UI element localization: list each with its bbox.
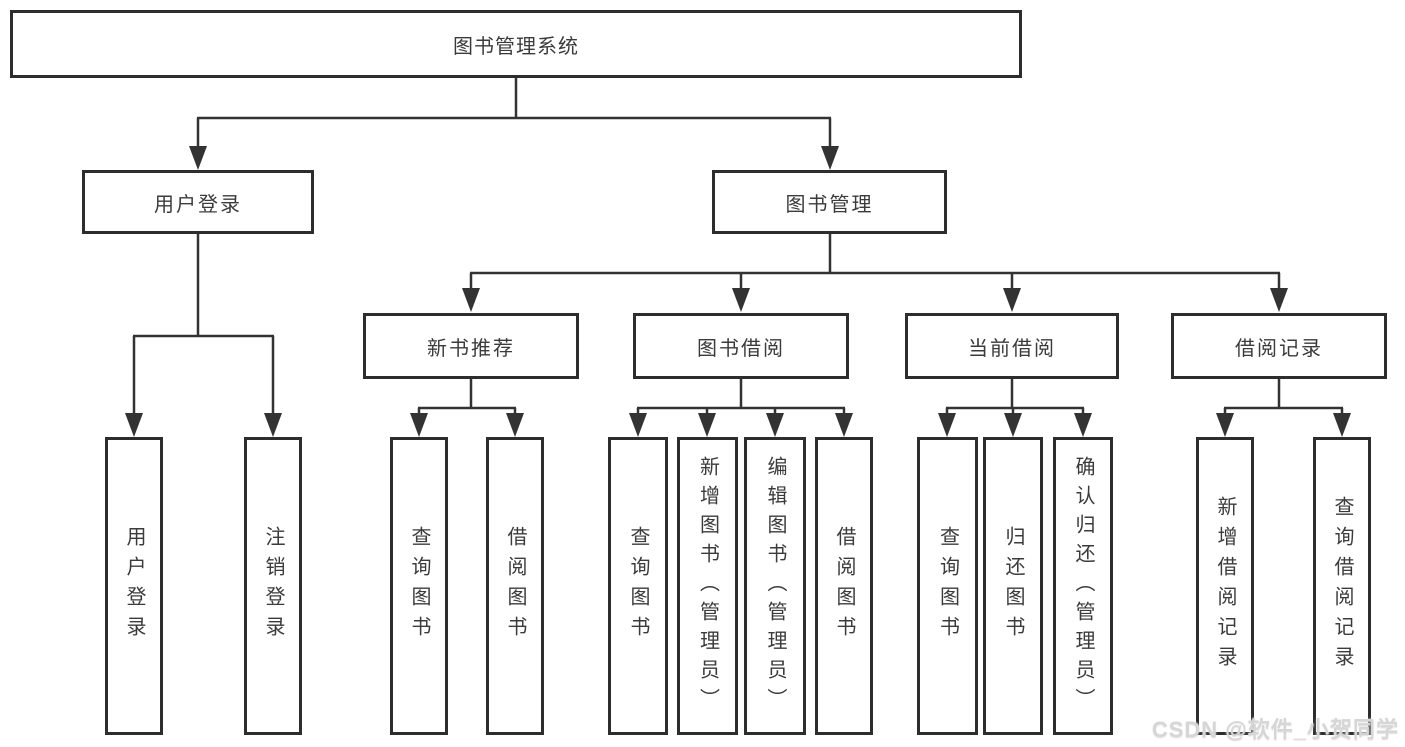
- node-label: 用户登录: [154, 193, 242, 216]
- node-current-borrowing: 当前借阅: [905, 313, 1119, 379]
- leaf-borrow-books-recommend: 借阅图书: [486, 437, 544, 735]
- leaf-query-books-current: 查询图书: [917, 437, 978, 735]
- leaf-return-books: 归还图书: [983, 437, 1043, 735]
- node-label: 新书推荐: [427, 337, 515, 360]
- leaf-confirm-return-admin: 确认归还（管理员）: [1053, 437, 1113, 735]
- leaf-logout: 注销登录: [244, 437, 302, 735]
- node-book-borrowing: 图书借阅: [633, 313, 849, 379]
- leaf-borrow-books: 借阅图书: [815, 437, 873, 735]
- leaf-edit-book-admin: 编辑图书（管理员）: [744, 437, 806, 735]
- node-borrowing-records: 借阅记录: [1171, 313, 1387, 379]
- leaf-user-login: 用户登录: [105, 437, 163, 735]
- tree-edges: [132, 78, 1344, 416]
- node-label: 借阅记录: [1235, 337, 1323, 360]
- node-book-management: 图书管理: [712, 170, 947, 234]
- node-label: 确认归还（管理员）: [1072, 455, 1094, 717]
- node-label: 新增图书（管理员）: [696, 455, 719, 717]
- leaf-query-borrow-record: 查询借阅记录: [1313, 437, 1371, 735]
- leaf-query-books-recommend: 查询图书: [390, 437, 448, 735]
- node-label: 借阅图书: [504, 526, 526, 646]
- node-label: 注销登录: [262, 526, 284, 646]
- node-label: 归还图书: [1002, 526, 1024, 646]
- node-label: 查询图书: [627, 526, 649, 646]
- node-label: 用户登录: [123, 526, 145, 646]
- node-label: 查询图书: [936, 526, 959, 646]
- leaf-query-books-borrowing: 查询图书: [608, 437, 668, 735]
- leaf-add-borrow-record: 新增借阅记录: [1196, 437, 1254, 735]
- node-book-management-system: 图书管理系统: [10, 10, 1022, 78]
- node-label: 图书管理: [785, 193, 874, 216]
- arrowheads: [125, 146, 1351, 437]
- node-label: 编辑图书（管理员）: [764, 455, 786, 717]
- node-label: 查询图书: [408, 526, 430, 646]
- watermark: CSDN @软件_小贺同学: [1151, 717, 1399, 742]
- node-label: 借阅图书: [833, 526, 855, 646]
- node-user-login: 用户登录: [82, 170, 314, 234]
- node-label: 查询借阅记录: [1331, 496, 1353, 676]
- node-new-book-recommendation: 新书推荐: [363, 313, 579, 379]
- node-label: 图书借阅: [697, 337, 785, 360]
- node-label: 图书管理系统: [453, 35, 579, 58]
- leaf-add-book-admin: 新增图书（管理员）: [677, 437, 738, 735]
- node-label: 新增借阅记录: [1214, 496, 1236, 676]
- node-label: 当前借阅: [968, 337, 1056, 360]
